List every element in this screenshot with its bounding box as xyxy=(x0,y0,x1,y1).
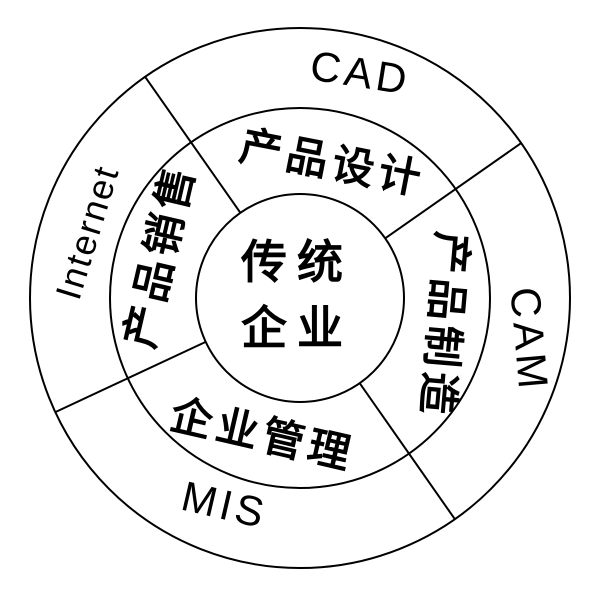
outer-circle xyxy=(29,27,571,569)
divider-lower-left xyxy=(54,340,207,414)
outer-sector-label-internet: Internet xyxy=(47,160,127,304)
outer-sector-label-cam: CAM xyxy=(501,285,557,394)
center-label-line1: 传统 xyxy=(240,236,353,288)
center-label-line2: 企业 xyxy=(241,302,353,354)
divider-lower-right xyxy=(358,382,456,520)
middle-sector-label-product-sales: 产品销售 xyxy=(116,158,204,352)
outer-sector-label-mis: MIS xyxy=(177,472,272,537)
divider-upper-left xyxy=(144,76,242,214)
middle-sector-label-enterprise-management: 企业管理 xyxy=(166,391,360,479)
inner-circle xyxy=(195,193,405,403)
middle-circle xyxy=(109,107,491,489)
divider-upper-right xyxy=(384,142,522,240)
middle-sector-label-product-manufacturing: 产品制造 xyxy=(413,230,476,421)
outer-sector-label-cad: CAD xyxy=(307,42,414,104)
middle-sector-label-product-design: 产品设计 xyxy=(236,122,430,204)
